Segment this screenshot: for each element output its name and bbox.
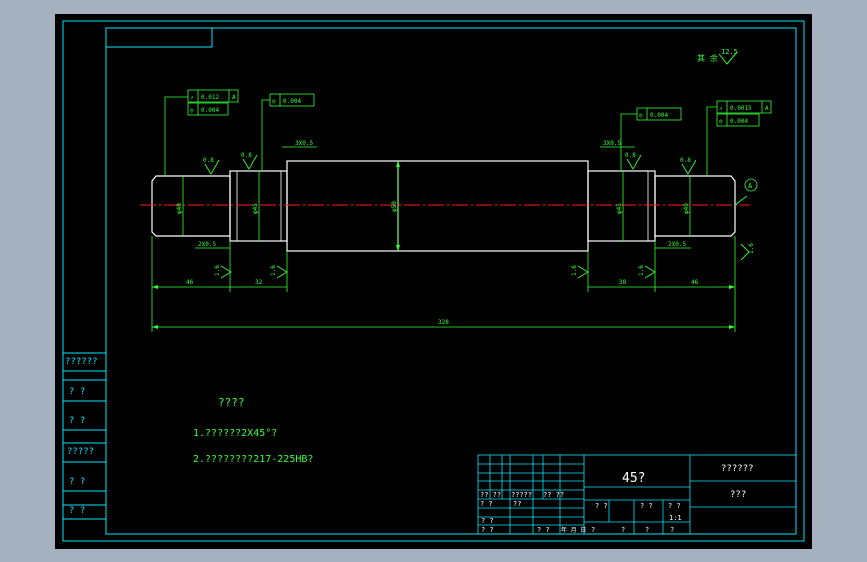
side-table-cell: ? ? xyxy=(69,416,85,426)
tolerance-value: 0.004 xyxy=(283,98,301,105)
diameter-label: φ45 xyxy=(616,203,623,214)
company-name: ??? xyxy=(730,490,746,500)
diameter-label: φ50 xyxy=(391,201,398,212)
title-row-label: ????? xyxy=(511,491,532,499)
title-row-label: ?? ?? xyxy=(480,491,501,499)
roughness-label: 1.6 xyxy=(638,265,645,276)
shaft-section-center xyxy=(286,160,589,252)
groove-label: 3X0.5 xyxy=(295,140,313,147)
title-block xyxy=(477,454,797,535)
tolerance-datum: A xyxy=(765,105,769,112)
groove-label: 2X0.5 xyxy=(198,241,216,248)
title-mid-label: ? ? xyxy=(480,500,493,508)
drawing-frame xyxy=(62,20,805,542)
sheet-label: ? xyxy=(670,526,674,534)
cylindricity-icon: ◎ xyxy=(719,118,723,125)
notes-line: 2.????????217-225HB? xyxy=(193,454,313,465)
roughness-symbol-icon xyxy=(242,154,258,170)
side-table-cell: ?????? xyxy=(65,357,98,367)
roughness-symbol-icon xyxy=(204,159,220,175)
scale-label: ? ? xyxy=(668,502,681,510)
cad-viewport[interactable]: ?????? ? ? ? ? ????? ? ? ? ? 其 余 12.5 xyxy=(55,14,812,549)
roughness-label: 1.6 xyxy=(270,265,277,276)
top-left-code-box xyxy=(106,28,213,48)
roughness-symbol-icon xyxy=(681,159,697,175)
roughness-symbol-icon xyxy=(220,265,232,279)
title-mid-label: ?? xyxy=(513,500,521,508)
shaft-section-right-end xyxy=(654,175,736,237)
tolerance-value: 0.004 xyxy=(730,118,748,125)
shaft-outline xyxy=(151,160,736,252)
roughness-label: 0.8 xyxy=(625,152,636,159)
title-mid-label: ? ? xyxy=(595,502,608,510)
datum-circle xyxy=(744,178,758,192)
notes-line: 1.??????2X45°? xyxy=(193,428,277,439)
datum-label: A xyxy=(748,182,753,190)
title-mid-label: ? ? xyxy=(640,502,653,510)
roughness-note-label: 其 余 xyxy=(697,53,718,63)
side-table-cell: ????? xyxy=(67,447,94,457)
tolerance-value: 0.004 xyxy=(201,107,219,114)
tolerance-value: 0.012 xyxy=(201,94,219,101)
groove-label: 3X0.5 xyxy=(603,140,621,147)
cylindricity-icon: ◎ xyxy=(272,98,276,105)
roughness-symbol-icon xyxy=(626,154,642,170)
arrowheads xyxy=(152,161,735,329)
roughness-label: 0.8 xyxy=(241,152,252,159)
side-table xyxy=(63,352,106,520)
tolerance-datum: A xyxy=(232,94,236,101)
roughness-symbol-icon xyxy=(740,243,750,261)
tolerance-value: 0.004 xyxy=(650,112,668,119)
scale-value: 1:1 xyxy=(669,514,682,522)
tolerance-frames xyxy=(187,89,772,127)
length-label: 38 xyxy=(619,279,627,286)
cad-drawing: ?????? ? ? ? ? ????? ? ? ? ? 其 余 12.5 xyxy=(62,20,805,542)
roughness-label: 1.6 xyxy=(214,265,221,276)
roughness-label: 1.6 xyxy=(748,243,755,254)
side-table-cell: ? ? xyxy=(69,477,85,487)
roughness-note-value: 12.5 xyxy=(721,48,738,56)
date-label: 年 月 日 xyxy=(561,526,586,534)
sheet-label: ? xyxy=(591,526,595,534)
cylindricity-icon: ◎ xyxy=(639,112,643,119)
title-row-label: ? ? xyxy=(481,517,494,525)
diameter-label: φ40 xyxy=(683,203,690,214)
groove-label: 2X0.5 xyxy=(668,241,686,248)
material-label: 45? xyxy=(622,471,645,486)
side-table-cell: ? ? xyxy=(69,506,85,516)
roughness-label: 0.8 xyxy=(203,157,214,164)
dimension-lines xyxy=(151,96,758,332)
notes-heading: ???? xyxy=(218,396,245,409)
diameter-label: φ45 xyxy=(252,203,259,214)
title-row-label: ? ? xyxy=(481,526,494,534)
sheet-label: ? xyxy=(621,526,625,534)
runout-icon: ↗ xyxy=(719,105,723,112)
overall-length-label: 328 xyxy=(438,319,449,326)
length-label: 46 xyxy=(691,279,699,286)
roughness-label: 1.6 xyxy=(571,265,578,276)
title-row-label: ?? ?? xyxy=(543,491,564,499)
roughness-symbol-icon xyxy=(577,265,589,279)
roughness-label: 0.8 xyxy=(680,157,691,164)
outer-border xyxy=(62,20,805,542)
surface-roughness-symbols xyxy=(204,154,750,279)
sheet-label: ? xyxy=(645,526,649,534)
title-mid-label: ? ? xyxy=(537,526,550,534)
length-label: 46 xyxy=(186,279,194,286)
cylindricity-icon: ◎ xyxy=(190,107,194,114)
tolerance-value: 0.0015 xyxy=(730,105,752,112)
shaft-section-left-end xyxy=(151,175,231,237)
roughness-symbol-icon xyxy=(276,265,288,279)
roughness-symbol-icon xyxy=(644,265,656,279)
length-label: 32 xyxy=(255,279,263,286)
runout-icon: ↗ xyxy=(190,94,194,101)
diameter-label: φ40 xyxy=(176,203,183,214)
part-name: ?????? xyxy=(721,464,754,474)
side-table-cell: ? ? xyxy=(69,387,85,397)
roughness-symbol-icon xyxy=(718,51,738,65)
roughness-note: 其 余 12.5 xyxy=(697,48,738,65)
